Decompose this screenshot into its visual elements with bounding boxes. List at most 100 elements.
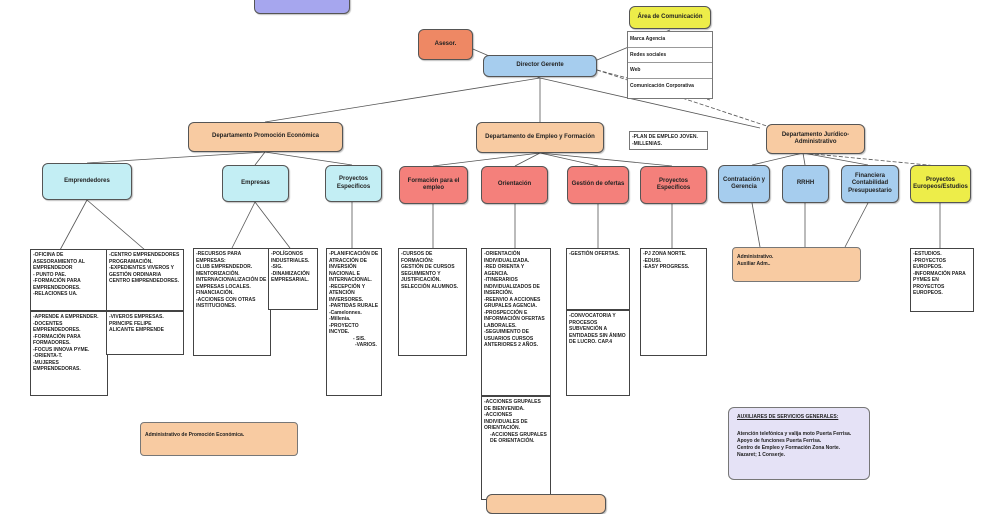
- formacion-empleo-box[interactable]: Formación para el empleo: [399, 166, 468, 204]
- note-line: -CONVOCATORIA Y PROCESOS SUBVENCIÓN A EN…: [569, 313, 626, 345]
- note-line: GESTIÓN DE CURSOS SEGUIMIENTO Y JUSTIFIC…: [401, 264, 455, 283]
- empresas-note-b: -POLÍGONOS INDUSTRIALES. -SIG. -DINAMIZA…: [268, 248, 318, 310]
- note-line: -EASY PROGRESS.: [643, 264, 690, 270]
- comunicacion-list: Marca Agencia Redes sociales Web Comunic…: [627, 31, 713, 99]
- gestion-ofertas-box[interactable]: Gestión de ofertas: [567, 166, 629, 204]
- note-line: -RELACIONES UA.: [33, 291, 78, 297]
- emprendedores-note-b: -APRENDE A EMPRENDER. -DOCENTES EMPRENDE…: [30, 311, 108, 396]
- auxiliares-title: AUXILIARES DE SERVICIOS GENERALES:: [737, 414, 839, 420]
- note-line: -ORIENTACIÓN INDIVIDUALIZADA.: [484, 251, 530, 264]
- note-line: -PLANIFICACIÓN DE ATRACCIÓN DE INVERSIÓN…: [329, 251, 379, 283]
- note-line: SELECCIÓN ALUMNOS.: [401, 283, 459, 290]
- note-line: -APRENDE A EMPRENDER.: [33, 314, 99, 320]
- proyectos-1-note: -PLANIFICACIÓN DE ATRACCIÓN DE INVERSIÓN…: [326, 248, 382, 396]
- note-line: -CURSOS DE FORMACIÓN:: [401, 251, 434, 264]
- proyectos-especificos-1-box[interactable]: Proyectos Específicos: [325, 165, 382, 202]
- note-line: -ACCIONES GRUPALES DE BIENVENIDA.: [484, 399, 541, 412]
- gestion-note-b: -CONVOCATORIA Y PROCESOS SUBVENCIÓN A EN…: [566, 310, 630, 396]
- note-line: -ACCIONES INDIVIDUALES DE ORIENTACIÓN.: [484, 412, 528, 431]
- auxiliares-panel: AUXILIARES DE SERVICIOS GENERALES: Atenc…: [728, 407, 870, 480]
- bottom-cropped-box: [486, 494, 606, 514]
- note-line: -DINAMIZACIÓN EMPRESARIAL.: [271, 270, 310, 284]
- comunicacion-item: Comunicación Corporativa: [630, 82, 694, 89]
- emprendedores-note-d: -VIVEROS EMPRESAS. PRINCIPE FELIPE ALICA…: [106, 311, 184, 355]
- area-comunicacion-box[interactable]: Área de Comunicación: [629, 6, 711, 29]
- admin-promocion-line: Administrativo de Promoción Económica.: [145, 432, 245, 438]
- note-line: -INFORMACIÓN PARA PYMES EN PROYECTOS EUR…: [913, 270, 966, 297]
- empresas-box[interactable]: Empresas: [222, 165, 289, 202]
- note-line: -ESTUDIOS.: [913, 251, 942, 257]
- auxiliares-line: Nazaret; 1 Conserje.: [737, 452, 786, 458]
- note-line: -ACCIONES CON OTRAS INSTITUCIONES.: [196, 296, 256, 310]
- note-line: -PJ ZONA NORTE.: [643, 251, 687, 257]
- orientacion-box[interactable]: Orientación: [481, 166, 548, 204]
- note-line: -FORMACIÓN PARA EMPRENDEDORES.: [33, 278, 81, 291]
- note-line: -EDUSI.: [643, 257, 662, 264]
- note-line: -SEGUIMIENTO DE USUARIOS CURSOS ANTERIOR…: [484, 329, 538, 348]
- orientacion-note-a: -ORIENTACIÓN INDIVIDUALIZADA. -RED ORIEN…: [481, 248, 551, 396]
- comunicacion-item: Marca Agencia: [628, 32, 712, 48]
- note-line: -PROYECTO INCYDE.: [329, 322, 359, 336]
- note-line: -VARIOS.: [355, 342, 377, 348]
- europeos-note: -ESTUDIOS. -PROYECTOS EUROPEOS. -INFORMA…: [910, 248, 974, 312]
- orientacion-note-b: -ACCIONES GRUPALES DE BIENVENIDA. -ACCIO…: [481, 396, 551, 500]
- comunicacion-item: Redes sociales: [628, 48, 712, 63]
- note-line: -GESTIÓN OFERTAS.: [569, 251, 620, 257]
- note-line: ALICANTE EMPRENDE: [109, 327, 165, 333]
- note-line: -ACCIONES GRUPALES DE ORIENTACIÓN.: [490, 431, 547, 445]
- dept-juridico-box[interactable]: Departamento Jurídico-Administrativo: [766, 124, 865, 154]
- empresas-note-a: -RECURSOS PARA EMPRESAS: CLUB EMPRENDEDO…: [193, 248, 271, 356]
- note-line: MENTORIZACIÓN.: [196, 270, 240, 277]
- note-line: -VIVEROS EMPRESAS.: [109, 314, 164, 320]
- note-line: -PROSPECCIÓN E INFORMACIÓN OFERTAS LABOR…: [484, 309, 545, 329]
- auxiliares-line: Centro de Empleo y Formación Zona Norte.: [737, 445, 841, 451]
- auxiliares-line: Atención telefónica y valija moto Puerta…: [737, 431, 852, 437]
- note-line: -RECURSOS PARA EMPRESAS:: [196, 251, 242, 264]
- note-line: INTERNACIONALIZACIÓN DE EMPRESAS LOCALES…: [196, 277, 267, 290]
- emprendedores-note-c: -CENTRO EMPRENDEDORES PROGRAMACIÓN. -EXP…: [106, 249, 184, 311]
- side-note-line: -PLAN DE EMPLEO JOVEN.: [632, 134, 698, 140]
- note-line: -EXPEDIENTES VIVEROS Y GESTIÓN ORDINARIA…: [109, 265, 180, 284]
- asesor-box[interactable]: Asesor.: [418, 29, 473, 60]
- financiera-box[interactable]: Financiera Contabilidad Presupuestario: [841, 165, 899, 203]
- side-note-line: -MILLENIAS.: [632, 140, 662, 147]
- auxiliares-line: Apoyo de funciones Puerta Ferrisa.: [737, 438, 822, 444]
- proyectos-europeos-box[interactable]: Proyectos Europeos/Estudios: [910, 165, 971, 203]
- emprendedores-note-a: -OFICINA DE ASESORAMIENTO AL EMPRENDEDOR…: [30, 249, 108, 311]
- note-line: -Millenia.: [329, 316, 351, 322]
- note-line: -Camelonnes.: [329, 309, 362, 316]
- note-line: -ITINERARIOS INDIVIDUALIZADOS DE INSERCI…: [484, 277, 540, 296]
- note-line: -ORIENTA-T.: [33, 353, 63, 359]
- note-line: PRINCIPE FELIPE: [109, 320, 152, 327]
- note-line: -RED ORIENTA Y AGENCIA.: [484, 264, 525, 277]
- note-line: -RECEPCIÓN Y ATENCIÓN INVERSORES.: [329, 283, 365, 303]
- dept-empleo-box[interactable]: Departamento de Empleo y Formación: [476, 122, 604, 153]
- director-gerente-box[interactable]: Director Gerente: [483, 55, 597, 77]
- note-line: -SIG.: [271, 264, 283, 270]
- note-line: -FOCUS INNOVA PYME.: [33, 346, 90, 353]
- admin-juridico-line: Administrativo.: [737, 254, 774, 260]
- note-line: -PROYECTOS EUROPEOS.: [913, 257, 946, 271]
- dept-promocion-box[interactable]: Departamento Promoción Económica: [188, 122, 343, 152]
- rrhh-box[interactable]: RRHH: [782, 165, 829, 203]
- note-line: -PARTIDAS RURALE: [329, 303, 379, 309]
- note-line: -POLÍGONOS INDUSTRIALES.: [271, 251, 310, 264]
- note-line: FINANCIACIÓN.: [196, 290, 234, 296]
- note-line: -DOCENTES EMPRENDEDORES.: [33, 320, 81, 334]
- empleo-side-note: -PLAN DE EMPLEO JOVEN. -MILLENIAS.: [629, 131, 708, 150]
- note-line: -FORMACIÓN PARA FORMADORES.: [33, 333, 81, 347]
- contratacion-box[interactable]: Contratación y Gerencia: [718, 165, 770, 203]
- note-line: - PUNTO PAE.: [33, 271, 67, 278]
- gestion-note-a: -GESTIÓN OFERTAS.: [566, 248, 630, 310]
- note-line: -OFICINA DE ASESORAMIENTO AL EMPRENDEDOR: [33, 252, 85, 271]
- admin-juridico-panel: Administrativo. Auxiliar Adm..: [732, 247, 861, 282]
- emprendedores-box[interactable]: Emprendedores: [42, 163, 132, 200]
- note-line: - SIS.: [353, 335, 366, 342]
- note-line: CLUB EMPRENDEDOR.: [196, 264, 253, 270]
- note-line: -CENTRO EMPRENDEDORES PROGRAMACIÓN.: [109, 252, 180, 265]
- proyectos-2-note: -PJ ZONA NORTE. -EDUSI. -EASY PROGRESS.: [640, 248, 707, 356]
- note-line: -REENVIO A ACCIONES GRUPALES AGENCIA.: [484, 296, 541, 310]
- note-line: -MUJERES EMPRENDEDORAS.: [33, 359, 81, 373]
- proyectos-especificos-2-box[interactable]: Proyectos Específicos: [640, 166, 707, 204]
- admin-juridico-line: Auxiliar Adm..: [737, 261, 771, 267]
